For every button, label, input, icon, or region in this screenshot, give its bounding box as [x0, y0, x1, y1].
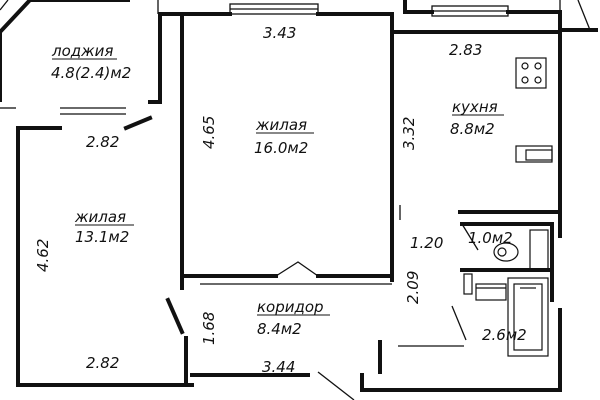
corridor-walls — [190, 305, 562, 400]
kitchen-area: 8.8м2 — [450, 120, 495, 138]
living-room-2-label: жилая 13.1м2 — [74, 208, 134, 246]
dim-living-room-2-width: 2.82 — [86, 354, 119, 372]
stove — [515, 57, 547, 89]
dim-living-room-1-depth: 4.65 — [200, 116, 218, 149]
loggia-outline — [0, 0, 184, 115]
loggia-name: лоджия — [51, 42, 113, 60]
wc-area: 1.0м2 — [468, 229, 513, 247]
kitchen-name: кухня — [452, 98, 498, 116]
living-room-1-name: жилая — [255, 116, 307, 134]
dim-kitchen-depth: 3.32 — [400, 117, 418, 150]
loggia-label: лоджия 4.8(2.4)м2 — [51, 42, 131, 82]
bathroom-walls — [460, 268, 554, 295]
living-room-1-label: жилая 16.0м2 — [254, 116, 314, 157]
living-room-2-area: 13.1м2 — [75, 228, 129, 246]
living-room-2-name: жилая — [74, 208, 126, 226]
corridor-name: коридор — [257, 298, 324, 316]
kitchen-label: кухня 8.8м2 — [450, 98, 504, 138]
dim-wc-width: 1.20 — [410, 234, 443, 252]
bathroom-sink — [475, 283, 507, 301]
loggia-area: 4.8(2.4)м2 — [51, 64, 131, 82]
wc-walls — [460, 222, 554, 302]
bathroom-area: 2.6м2 — [482, 326, 527, 344]
kitchen-sink — [515, 145, 553, 163]
living-room-1-walls — [180, 3, 394, 290]
dim-kitchen-width: 2.83 — [449, 41, 482, 59]
corridor-label: коридор 8.4м2 — [257, 298, 330, 338]
kitchen-walls — [390, 0, 598, 238]
corridor-area: 8.4м2 — [257, 320, 302, 338]
dim-corridor-width: 3.44 — [262, 358, 295, 376]
dim-living-room-2-depth: 4.62 — [34, 239, 52, 272]
living-room-2-walls — [16, 115, 194, 387]
dim-loggia-width: 2.82 — [86, 133, 119, 151]
living-room-1-area: 16.0м2 — [254, 139, 308, 157]
dim-corridor-short: 1.68 — [200, 312, 218, 345]
bathtub — [507, 277, 549, 357]
dim-living-room-1-width: 3.43 — [263, 24, 296, 42]
dim-bath-depth: 2.09 — [404, 271, 422, 304]
